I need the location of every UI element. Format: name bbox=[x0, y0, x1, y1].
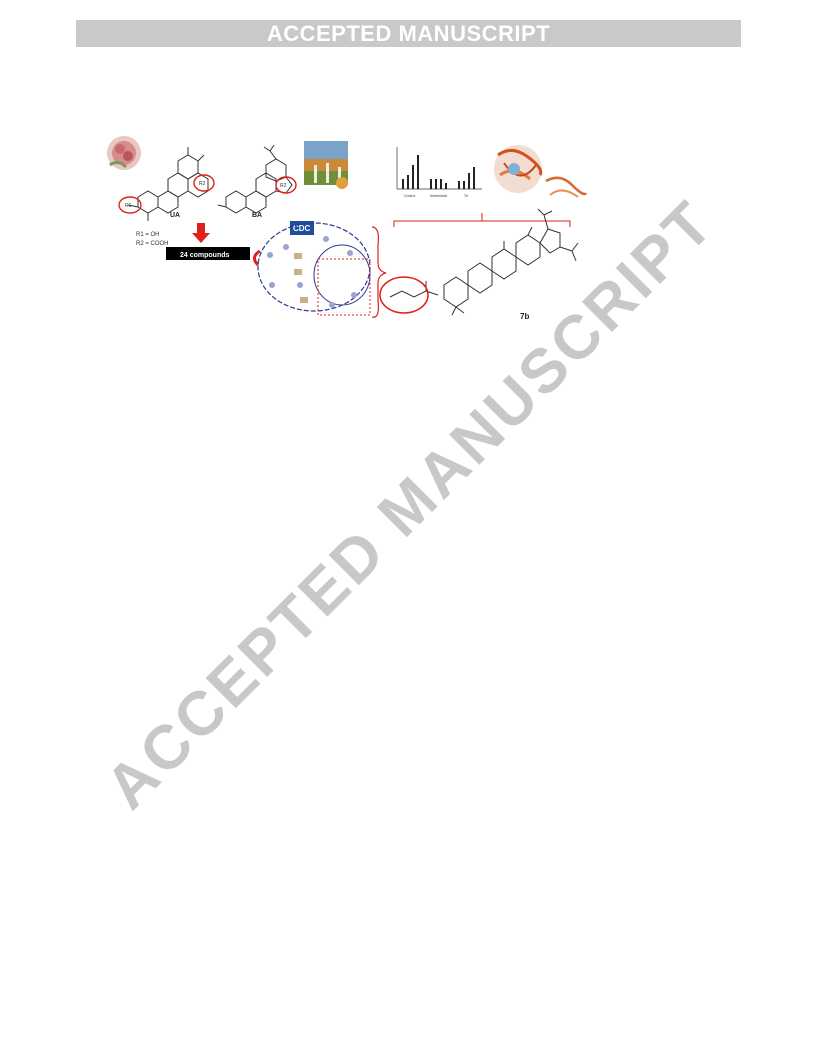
ua-label: UA bbox=[170, 212, 180, 219]
r2-definition: R2 = COOH bbox=[136, 241, 169, 247]
accepted-manuscript-banner: ACCEPTED MANUSCRIPT bbox=[76, 20, 741, 47]
ua-structure bbox=[118, 147, 215, 221]
chart-group-label-7b: 7b bbox=[464, 194, 468, 198]
malaria-life-cycle-diagram: CDC bbox=[257, 221, 371, 316]
compounds-box bbox=[166, 247, 250, 260]
r1-definition: R1 = OH bbox=[136, 232, 160, 238]
compound-7b-label: 7b bbox=[520, 312, 529, 321]
red-brace bbox=[371, 226, 387, 318]
compound-7b-structure bbox=[379, 208, 579, 316]
graphical-abstract: R1 R2 UA R2 BA bbox=[100, 135, 590, 321]
banner-text: ACCEPTED MANUSCRIPT bbox=[266, 20, 551, 46]
birch-photo bbox=[304, 141, 348, 189]
compound-count-label: 24 compounds bbox=[180, 252, 230, 259]
ba-r2-symbol: R2 bbox=[280, 183, 287, 189]
red-curved-arrow bbox=[253, 249, 261, 267]
ba-structure bbox=[217, 144, 297, 214]
flower-photo bbox=[107, 136, 141, 170]
protein-ribbon-image bbox=[494, 145, 588, 198]
activity-bar-chart: Control Artemisinin 7b bbox=[396, 147, 482, 198]
ba-label: BA bbox=[252, 212, 262, 219]
red-bracket-top bbox=[393, 213, 571, 227]
cdc-logo: CDC bbox=[293, 224, 311, 233]
ua-r1-symbol: R1 bbox=[125, 203, 132, 209]
ua-r2-symbol: R2 bbox=[199, 181, 206, 187]
red-down-arrow bbox=[192, 223, 210, 243]
graphical-abstract-figure: R1 R2 UA R2 BA bbox=[107, 136, 588, 321]
chart-group-label-control: Control bbox=[404, 194, 416, 198]
chart-group-label-artemisinin: Artemisinin bbox=[430, 194, 447, 198]
